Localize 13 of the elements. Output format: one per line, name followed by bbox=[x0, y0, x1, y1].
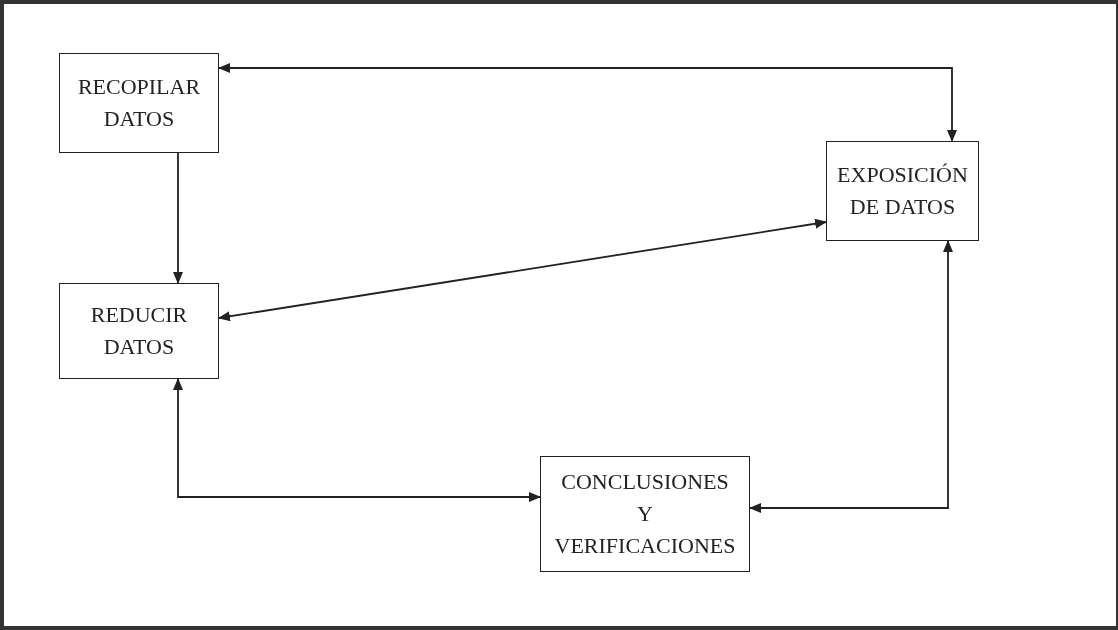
arrow bbox=[749, 240, 953, 513]
arrow bbox=[218, 218, 827, 322]
box-label: CONCLUSIONES Y VERIFICACIONES bbox=[553, 468, 737, 560]
box-label: REDUCIR DATOS bbox=[89, 301, 189, 361]
arrow bbox=[218, 63, 957, 142]
process-box bbox=[59, 283, 219, 379]
box-label: EXPOSICIÓN DE DATOS bbox=[837, 161, 968, 221]
process-box bbox=[540, 456, 750, 572]
arrow bbox=[173, 378, 541, 502]
process-box bbox=[826, 141, 979, 241]
process-box bbox=[59, 53, 219, 153]
arrow bbox=[173, 152, 183, 284]
box-label: RECOPILAR DATOS bbox=[76, 73, 202, 133]
